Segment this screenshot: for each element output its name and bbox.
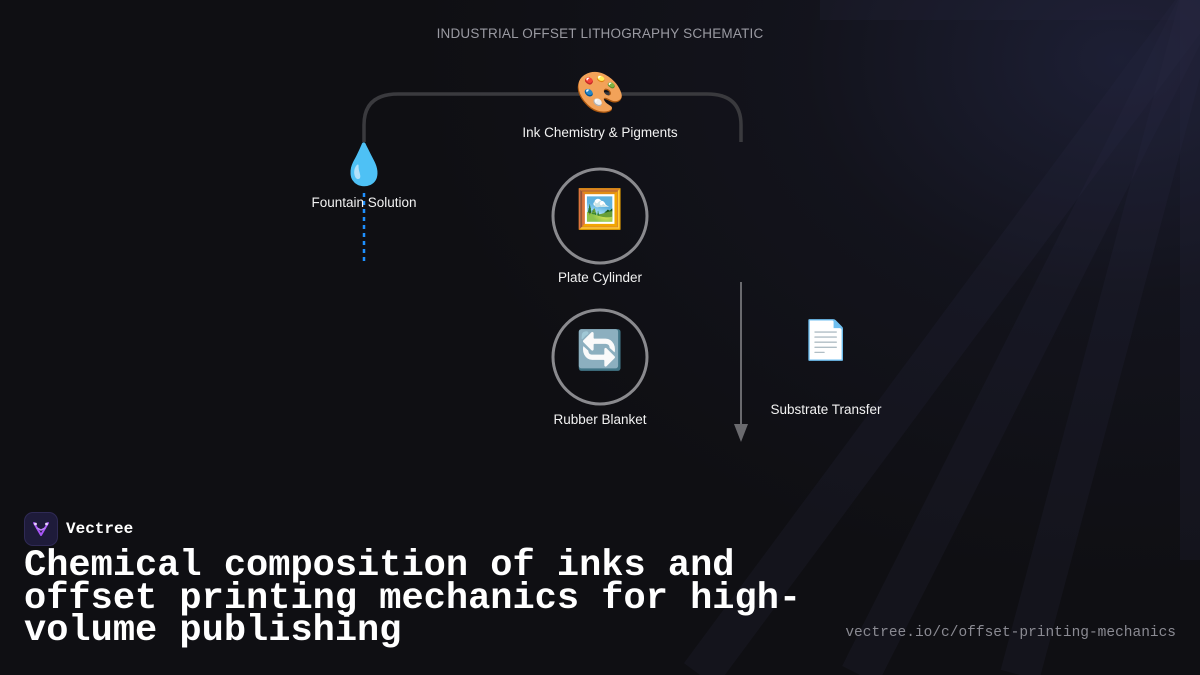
rotation-arrows-icon: 🔄 xyxy=(576,328,624,372)
transfer-arrowhead xyxy=(734,424,748,442)
vectree-logo-mark xyxy=(33,522,49,536)
water-droplet-icon: 💧 xyxy=(339,142,389,188)
diagram-title: INDUSTRIAL OFFSET LITHOGRAPHY SCHEMATIC xyxy=(436,26,764,41)
brand-name: Vectree xyxy=(66,520,134,538)
rubber-blanket-label: Rubber Blanket xyxy=(553,412,647,427)
rubber-blanket-ring xyxy=(551,308,649,406)
substrate-transfer-label: Substrate Transfer xyxy=(770,402,882,417)
plate-cylinder-label: Plate Cylinder xyxy=(557,270,643,285)
ink-chemistry-label: Ink Chemistry & Pigments xyxy=(522,125,678,140)
page-document-icon: 📄 xyxy=(802,318,850,362)
vectree-logo-icon xyxy=(24,512,58,546)
headline: Chemical composition of inks and offset … xyxy=(24,545,802,652)
fountain-solution-label: Fountain Solution xyxy=(311,195,417,210)
source-url[interactable]: vectree.io/c/offset-printing-mechanics xyxy=(845,625,1176,641)
framed-picture-icon: 🖼️ xyxy=(576,187,624,231)
ink-supply-connector xyxy=(362,92,743,142)
plate-cylinder-ring xyxy=(551,167,649,265)
brand: Vectree xyxy=(24,512,133,546)
artist-palette-icon: 🎨 xyxy=(575,70,625,116)
